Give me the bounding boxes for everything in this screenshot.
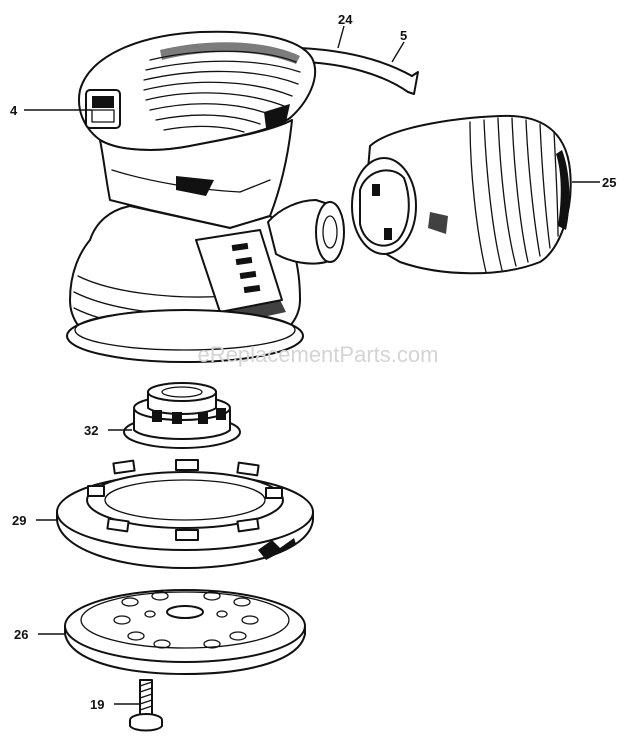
callout-5: 5 xyxy=(391,28,407,63)
callout-24-label: 24 xyxy=(338,12,353,27)
power-switch xyxy=(85,89,121,129)
callout-5-label: 5 xyxy=(400,28,407,43)
watermark: eReplacementParts.com xyxy=(198,342,439,367)
sanding-pad xyxy=(64,589,306,675)
callout-4: 4 xyxy=(10,103,92,118)
callout-24: 24 xyxy=(337,12,353,49)
screw xyxy=(129,679,163,732)
callout-19-label: 19 xyxy=(90,697,104,712)
callout-19: 19 xyxy=(90,697,140,712)
sander-body xyxy=(66,30,345,363)
dust-canister xyxy=(351,114,572,275)
grip-ribs xyxy=(143,42,301,133)
callout-4-label: 4 xyxy=(10,103,18,118)
callout-29-label: 29 xyxy=(12,513,26,528)
callout-26-label: 26 xyxy=(14,627,28,642)
dust-port xyxy=(267,199,345,265)
callout-25: 25 xyxy=(572,175,616,190)
bearing-retainer xyxy=(123,382,241,449)
callout-25-label: 25 xyxy=(602,175,616,190)
power-cord xyxy=(299,47,419,95)
callout-26: 26 xyxy=(14,627,64,642)
callout-32-label: 32 xyxy=(84,423,98,438)
pad-holes xyxy=(113,591,259,649)
pad-holder xyxy=(56,459,314,569)
callout-29: 29 xyxy=(12,513,58,528)
callout-32: 32 xyxy=(84,423,132,438)
